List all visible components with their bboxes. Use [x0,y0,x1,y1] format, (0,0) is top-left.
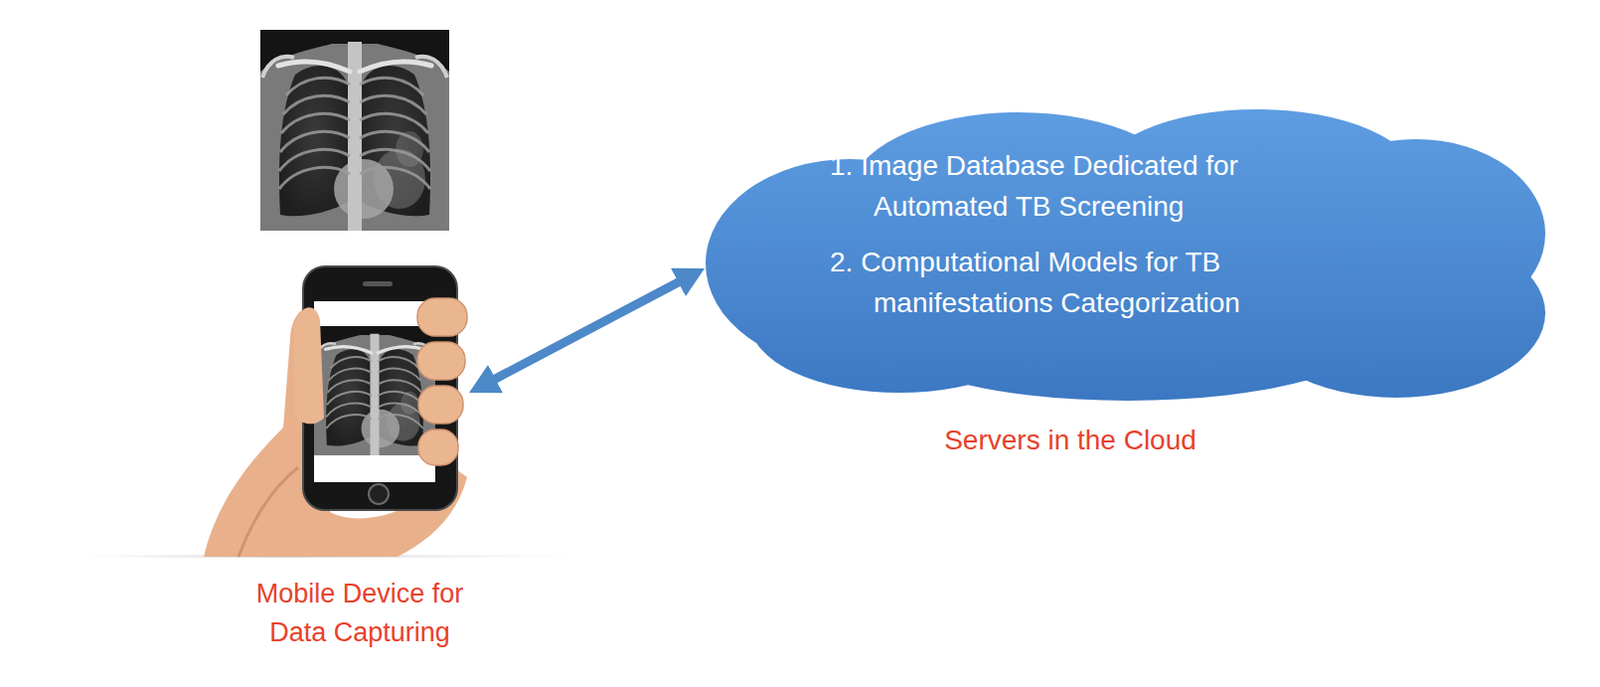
phone-screen [314,301,436,482]
hand-crease [238,467,299,557]
phone-speaker [362,281,393,287]
mobile-device: Mobile Device for Data Capturing [198,263,468,661]
cloud-item: 1. Image Database Dedicated for Automate… [829,146,1367,227]
cloud-servers: 1. Image Database Dedicated for Automate… [700,104,1556,478]
home-button [368,483,389,504]
hand-thumb [294,307,324,424]
hand-fingers [417,298,468,466]
hand-palm [203,308,468,557]
xray-image [260,29,450,231]
device-label: Mobile Device for Data Capturing [230,574,489,652]
cloud-caption: Servers in the Cloud [700,420,1440,462]
cloud-item: 2. Computational Models for TB manifesta… [829,242,1367,323]
screen-xray [314,325,436,456]
double-arrow [480,275,692,387]
